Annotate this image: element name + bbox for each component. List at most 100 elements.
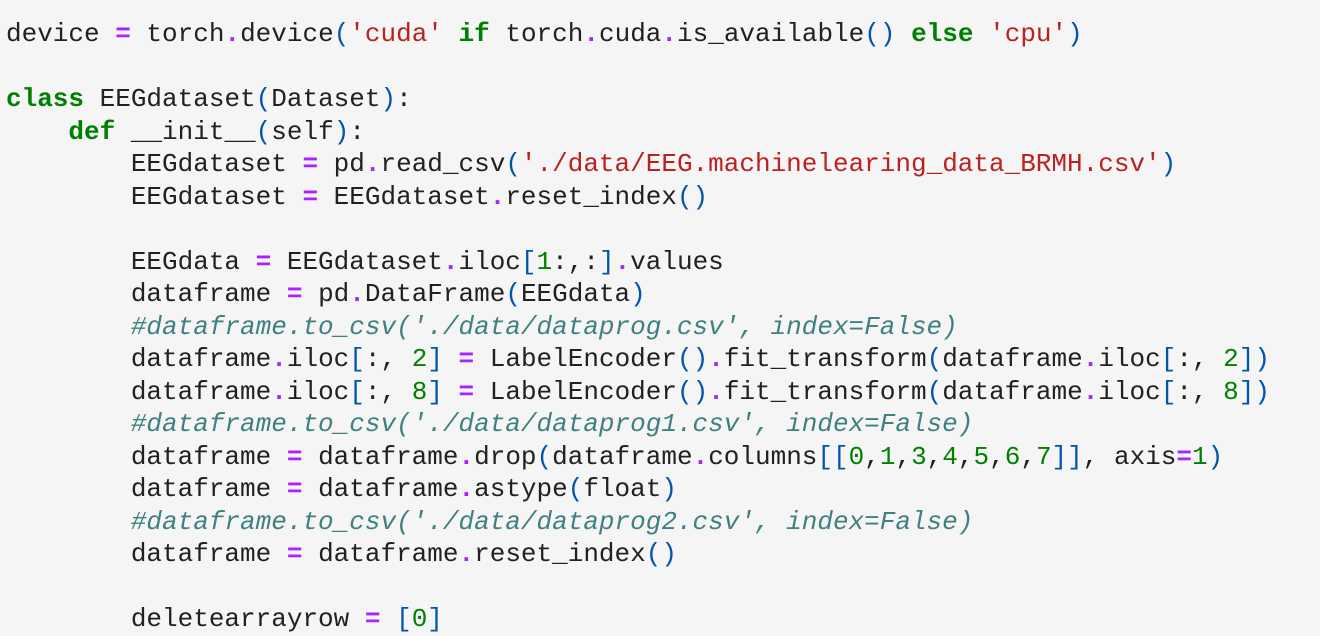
- bracket-token: ): [630, 279, 646, 309]
- code-token: columns: [708, 441, 818, 472]
- code-line: [6, 213, 1270, 246]
- bracket-token: (): [676, 181, 709, 212]
- bracket-token: ): [1067, 19, 1083, 49]
- code-line: #dataframe.to_csv('./data/dataprog1.csv'…: [6, 408, 1270, 441]
- bracket-token: ]: [427, 376, 443, 407]
- code-token: :,: [364, 344, 412, 374]
- keyword-token: if: [458, 19, 490, 49]
- number-token: 2: [411, 344, 428, 374]
- operator-token: .: [458, 539, 475, 569]
- code-token: EEGdata: [6, 246, 256, 277]
- code-token: :,: [364, 376, 412, 407]
- code-token: [6, 312, 131, 342]
- code-line: dataframe.iloc[:, 2] = LabelEncoder().fi…: [6, 343, 1270, 376]
- bracket-token: ): [333, 116, 350, 147]
- code-token: dataframe: [6, 474, 287, 504]
- operator-token: .: [349, 279, 365, 309]
- operator-token: .: [661, 19, 678, 49]
- bracket-token: [: [349, 376, 365, 407]
- bracket-token: ]): [1238, 344, 1270, 374]
- code-token: dataframe: [942, 344, 1083, 374]
- code-line: deletearrayrow = [0]: [6, 603, 1270, 636]
- code-token: EEGdata: [520, 279, 631, 309]
- code-token: dataframe: [6, 441, 287, 472]
- code-token: dataframe: [6, 344, 272, 374]
- code-token: read_csv: [380, 149, 506, 179]
- operator-token: .: [614, 246, 631, 277]
- code-token: EEGdataset: [6, 181, 303, 212]
- code-token: :,: [1176, 376, 1224, 407]
- bracket-token: [: [349, 344, 365, 374]
- number-token: 7: [1035, 441, 1052, 472]
- number-token: 4: [942, 441, 958, 472]
- code-token: torch: [489, 19, 584, 49]
- keyword-token: class: [6, 84, 85, 114]
- code-token: dataframe: [6, 539, 287, 569]
- bracket-token: ): [380, 84, 397, 114]
- code-token: EEGdataset: [318, 181, 490, 212]
- code-token: dataframe: [552, 441, 693, 472]
- operator-token: =: [302, 149, 319, 179]
- operator-token: =: [1176, 441, 1192, 472]
- code-token: dataframe: [302, 539, 459, 569]
- code-token: ,: [989, 441, 1005, 472]
- code-token: device: [240, 19, 334, 49]
- code-line: device = torch.device('cuda' if torch.cu…: [6, 18, 1270, 51]
- code-token: dataframe: [302, 441, 459, 472]
- code-token: :: [349, 116, 365, 147]
- code-token: :: [396, 84, 412, 114]
- code-line: [6, 571, 1270, 604]
- bracket-token: (: [505, 279, 521, 309]
- string-token: './data/EEG.machinelearing_data_BRMH.csv…: [520, 149, 1161, 179]
- bracket-token: ]: [598, 246, 615, 277]
- comment-token: #dataframe.to_csv('./data/dataprog.csv',…: [130, 311, 958, 342]
- code-line: class EEGdataset(Dataset):: [6, 83, 1270, 116]
- code-token: [895, 19, 911, 49]
- number-token: 0: [411, 604, 428, 634]
- number-token: 1: [536, 246, 553, 277]
- code-token: dataframe: [942, 376, 1083, 407]
- code-token: ,: [895, 441, 912, 472]
- bracket-token: ): [661, 474, 677, 504]
- code-token: LabelEncoder: [474, 344, 677, 374]
- operator-token: .: [224, 19, 241, 49]
- operator-token: .: [458, 441, 475, 472]
- operator-token: .: [1082, 344, 1099, 374]
- operator-token: =: [286, 539, 303, 569]
- code-line: dataframe.iloc[:, 8] = LabelEncoder().fi…: [6, 376, 1270, 409]
- bracket-token: [: [520, 246, 537, 277]
- number-token: 5: [973, 441, 990, 472]
- string-token: 'cuda': [349, 19, 443, 49]
- code-token: [6, 409, 131, 439]
- code-token: torch: [130, 19, 225, 49]
- operator-token: .: [1082, 376, 1099, 407]
- comment-token: #dataframe.to_csv('./data/dataprog2.csv'…: [130, 506, 974, 537]
- code-token: fit_transform: [723, 376, 927, 407]
- code-token: iloc: [1098, 344, 1161, 374]
- number-token: 8: [1223, 376, 1239, 407]
- code-token: [443, 344, 459, 374]
- code-token: drop: [474, 441, 537, 472]
- code-token: self: [271, 116, 334, 147]
- operator-token: .: [583, 19, 599, 49]
- code-cell-editor[interactable]: device = torch.device('cuda' if torch.cu…: [6, 18, 1270, 636]
- bracket-token: (: [567, 474, 584, 504]
- code-token: values: [630, 246, 724, 277]
- code-token: EEGdataset: [84, 84, 256, 114]
- code-line: EEGdataset = pd.read_csv('./data/EEG.mac…: [6, 148, 1270, 181]
- code-token: [380, 604, 396, 634]
- operator-token: =: [302, 181, 319, 212]
- operator-token: .: [458, 474, 475, 504]
- bracket-token: (: [255, 116, 272, 147]
- bracket-token: (: [255, 84, 272, 114]
- bracket-token: (: [926, 376, 943, 407]
- bracket-token: ): [1207, 441, 1224, 472]
- string-token: 'cpu': [989, 19, 1068, 49]
- bracket-token: [: [1160, 344, 1177, 374]
- code-token: pd: [318, 149, 365, 179]
- code-token: [443, 19, 459, 49]
- operator-token: =: [115, 19, 131, 49]
- operator-token: .: [708, 344, 724, 374]
- code-token: __init__: [115, 116, 256, 147]
- number-token: 2: [1223, 344, 1239, 374]
